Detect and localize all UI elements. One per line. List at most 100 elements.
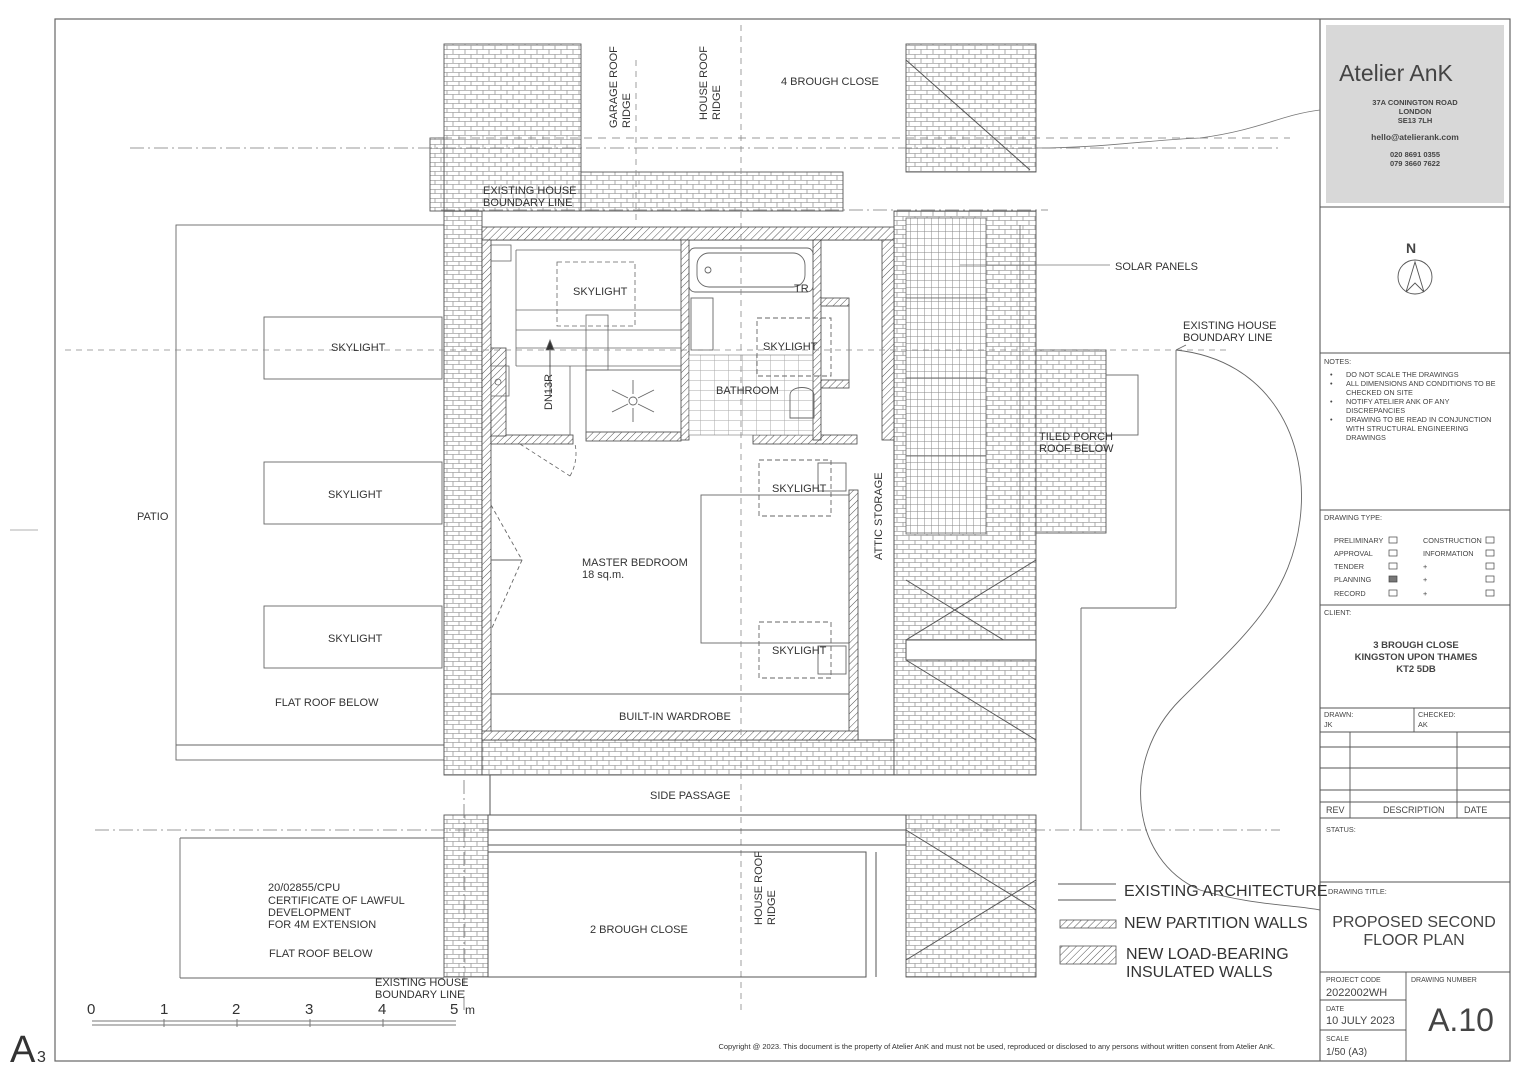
sheet-border xyxy=(54,18,1511,1062)
scale-unit: m xyxy=(465,1003,475,1017)
note-1: DO NOT SCALE THE DRAWINGS xyxy=(1346,370,1459,379)
boundary-lines xyxy=(95,109,1321,1010)
shower xyxy=(585,369,682,433)
label-tr: TR xyxy=(794,283,809,295)
legend-partition: NEW PARTITION WALLS xyxy=(1124,915,1308,932)
drawing-number-label: DRAWING NUMBER xyxy=(1411,977,1477,984)
label-tiled-porch-1: TILED PORCH xyxy=(1039,431,1113,443)
label-solar-panels: SOLAR PANELS xyxy=(1115,261,1198,273)
note-4a: DRAWING TO BE READ IN CONJUNCTION xyxy=(1346,415,1491,424)
note-3b: DISCREPANCIES xyxy=(1346,406,1405,415)
label-master-bedroom: MASTER BEDROOM xyxy=(582,557,688,569)
address-line-1: 37A CONINGTON ROAD xyxy=(1372,98,1458,107)
label-two-brough-close: 2 BROUGH CLOSE xyxy=(590,924,688,936)
staircase xyxy=(490,244,681,477)
bath xyxy=(688,247,814,293)
ridge-lines xyxy=(65,25,1230,1010)
note-2a: ALL DIMENSIONS AND CONDITIONS TO BE xyxy=(1346,379,1496,388)
legend-loadbearing-1: NEW LOAD-BEARING xyxy=(1126,946,1289,963)
partition-walls xyxy=(481,226,895,741)
sheet-size-number: 3 xyxy=(37,1049,46,1066)
neighbour-two xyxy=(487,775,907,978)
drawing-type-title: DRAWING TYPE: xyxy=(1324,513,1382,522)
legend-loadbearing-2: INSULATED WALLS xyxy=(1126,964,1273,981)
label-cert-4: FOR 4M EXTENSION xyxy=(268,919,376,931)
type-information: INFORMATION xyxy=(1423,549,1474,558)
label-boundary-top-2: BOUNDARY LINE xyxy=(483,197,572,209)
logo-panel xyxy=(1326,25,1504,203)
phone-2: 079 3660 7622 xyxy=(1390,159,1440,168)
label-cert-1: 20/02855/CPU xyxy=(268,882,340,894)
label-skylight-patio-2: SKYLIGHT xyxy=(328,489,383,501)
label-tiled-porch-2: ROOF BELOW xyxy=(1039,443,1114,455)
solar-panels xyxy=(905,217,1021,540)
note-4c: DRAWINGS xyxy=(1346,433,1386,442)
label-garage-roof-1: GARAGE ROOF xyxy=(608,46,620,128)
rev-label: REV xyxy=(1326,805,1345,815)
label-skylight-bath: SKYLIGHT xyxy=(763,341,818,353)
north-arrow: N xyxy=(1397,240,1433,295)
label-boundary-right-1: EXISTING HOUSE xyxy=(1183,320,1277,332)
scale-label: SCALE xyxy=(1326,1036,1349,1043)
svg-text:•: • xyxy=(1330,370,1333,379)
scale-tick-1: 1 xyxy=(160,1001,168,1018)
scale-tick-0: 0 xyxy=(87,1001,95,1018)
sheet-size-mark: A xyxy=(10,1029,36,1071)
bedroom-furniture xyxy=(490,459,850,695)
scale-bar: 0 1 2 3 4 5 m xyxy=(87,1001,475,1027)
label-bathroom: BATHROOM xyxy=(716,385,779,397)
legend: EXISTING ARCHITECTURE NEW PARTITION WALL… xyxy=(1058,883,1328,981)
legend-existing: EXISTING ARCHITECTURE xyxy=(1124,883,1328,900)
label-skylight-bed-1: SKYLIGHT xyxy=(772,483,827,495)
scale-tick-5: 5 xyxy=(450,1001,458,1018)
address-line-2: LONDON xyxy=(1399,107,1432,116)
phone-1: 020 8691 0355 xyxy=(1390,150,1440,159)
label-attic-storage: ATTIC STORAGE xyxy=(873,472,885,560)
label-master-bedroom-area: 18 sq.m. xyxy=(582,569,624,581)
email: hello@atelierank.com xyxy=(1371,132,1459,142)
label-skylight-patio-3: SKYLIGHT xyxy=(328,633,383,645)
note-4b: WITH STRUCTURAL ENGINEERING xyxy=(1346,424,1469,433)
label-house-roof-1: HOUSE ROOF xyxy=(698,46,710,120)
north-label: N xyxy=(1406,240,1416,256)
label-four-brough-close: 4 BROUGH CLOSE xyxy=(781,76,879,88)
date-col-label: DATE xyxy=(1464,805,1487,815)
drawing-title-line-1: PROPOSED SECOND xyxy=(1332,914,1496,931)
scale-tick-3: 3 xyxy=(305,1001,313,1018)
label-skylight-stairs: SKYLIGHT xyxy=(573,286,628,298)
date-label: DATE xyxy=(1326,1006,1344,1013)
date-value: 10 JULY 2023 xyxy=(1326,1015,1395,1027)
type-planning: PLANNING xyxy=(1334,575,1372,584)
drawing-title-line-2: FLOOR PLAN xyxy=(1363,932,1464,949)
label-wardrobe: BUILT-IN WARDROBE xyxy=(619,711,731,723)
type-approval: APPROVAL xyxy=(1334,549,1373,558)
project-code: 2022002WH xyxy=(1326,987,1387,999)
label-boundary-right-2: BOUNDARY LINE xyxy=(1183,332,1272,344)
client-line-3: KT2 5DB xyxy=(1396,664,1436,675)
roof-diagonals xyxy=(905,59,1037,961)
type-plus-1: + xyxy=(1423,562,1427,571)
label-house-roof-lower-1: HOUSE ROOF xyxy=(753,851,765,925)
label-dn13r: DN13R xyxy=(543,374,555,410)
status-label: STATUS: xyxy=(1326,825,1356,834)
notes-title: NOTES: xyxy=(1324,357,1351,366)
svg-text:•: • xyxy=(1330,379,1333,388)
bathroom-fixtures xyxy=(690,297,850,419)
brand-logo: Atelier AnK xyxy=(1339,60,1453,86)
description-label: DESCRIPTION xyxy=(1383,805,1445,815)
svg-text:•: • xyxy=(1330,415,1333,424)
patio-outline xyxy=(175,224,445,761)
note-2b: CHECKED ON SITE xyxy=(1346,388,1413,397)
label-house-roof-lower-2: RIDGE xyxy=(766,890,778,925)
project-code-label: PROJECT CODE xyxy=(1326,977,1381,984)
drawing-title-label: DRAWING TITLE: xyxy=(1328,887,1387,896)
porch-curve xyxy=(1080,344,1321,911)
scale-tick-2: 2 xyxy=(232,1001,240,1018)
label-patio: PATIO xyxy=(137,511,169,523)
copyright: Copyright @ 2023. This document is the p… xyxy=(718,1042,1275,1051)
type-plus-2: + xyxy=(1423,575,1427,584)
type-tender: TENDER xyxy=(1334,562,1364,571)
label-skylight-bed-2: SKYLIGHT xyxy=(772,645,827,657)
scale-value: 1/50 (A3) xyxy=(1326,1047,1367,1058)
